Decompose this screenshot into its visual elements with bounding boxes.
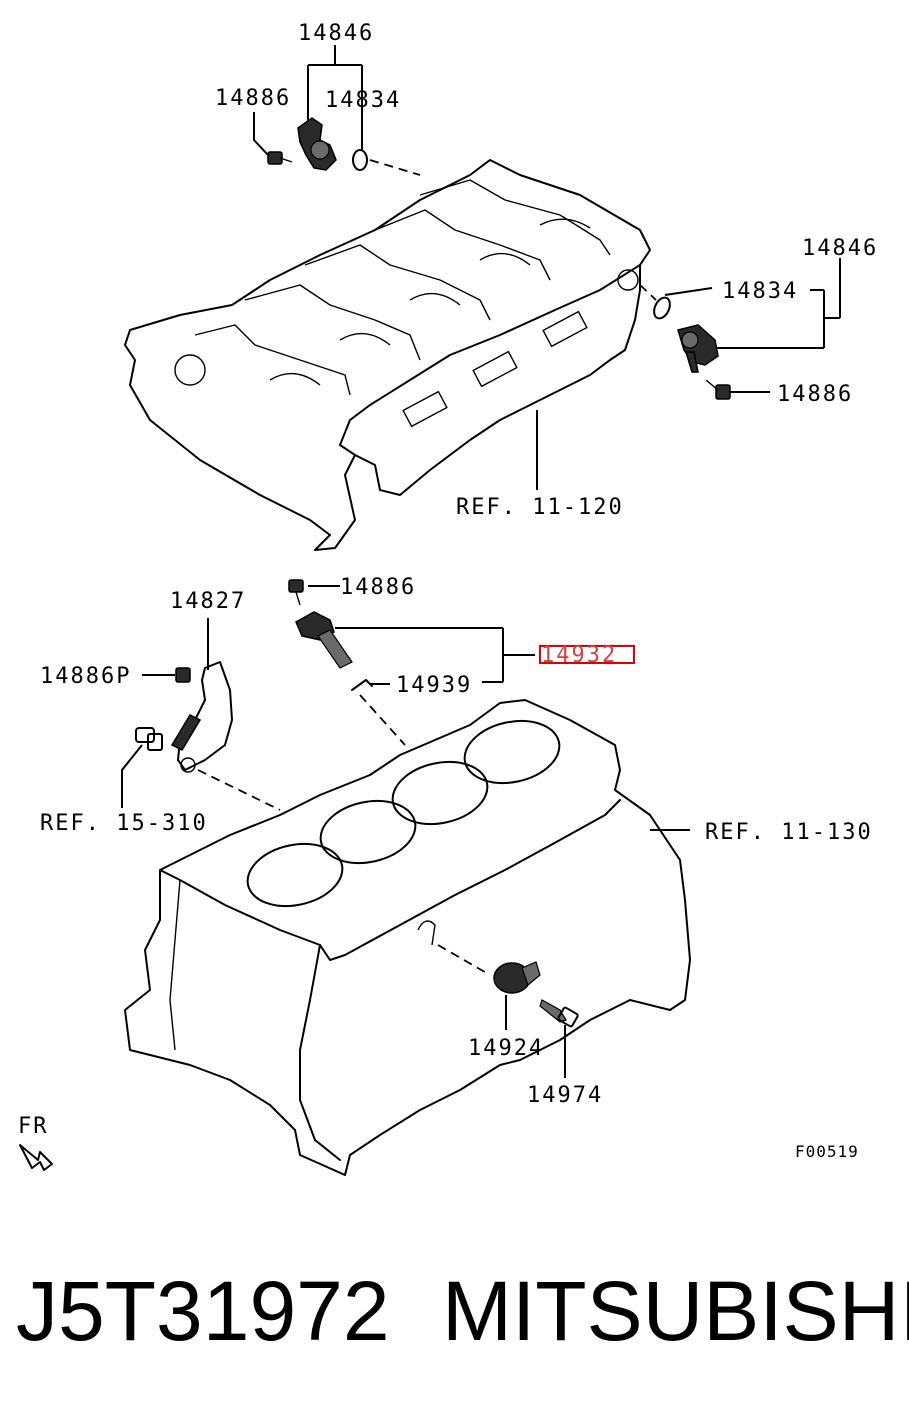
figure-code: F00519 xyxy=(795,1142,859,1161)
knock-sensor xyxy=(493,961,541,994)
stud-ref-leader xyxy=(121,744,143,808)
bracket-group: 14827 14886P REF. 15-310 xyxy=(40,589,281,836)
footer-part-number: J5T31972 xyxy=(16,1264,390,1358)
callout-crank-oring: 14939 xyxy=(396,673,472,698)
top-bolt-leader xyxy=(253,112,269,156)
crank-sensor-group: 14932 14886 14939 xyxy=(288,575,635,746)
stud xyxy=(135,727,163,751)
callout-bracket-bolt: 14886P xyxy=(40,664,131,689)
right-cam-sensor xyxy=(677,324,719,373)
callout-knock-sensor: 14924 xyxy=(468,1036,544,1061)
front-arrow-icon xyxy=(19,1144,53,1171)
cylinder-head xyxy=(124,159,651,551)
crank-sensor xyxy=(295,611,353,669)
top-oring xyxy=(352,149,368,171)
crank-bolt xyxy=(288,579,304,606)
bracket-bolt xyxy=(175,667,191,683)
knock-sensor-group: 14924 14974 xyxy=(468,961,603,1108)
callout-right-bolt: 14886 xyxy=(777,382,853,407)
right-cam-sensor-group: 14846 14834 14886 xyxy=(639,236,878,407)
callout-knock-bolt: 14974 xyxy=(527,1083,603,1108)
top-cam-sensor xyxy=(297,117,337,171)
crank-oring xyxy=(351,679,373,691)
callout-top-sensor-group: 14846 xyxy=(298,21,374,46)
top-cam-sensor-group: 14846 14886 14834 xyxy=(215,21,421,176)
callout-crank-sensor-group: 14932 xyxy=(541,643,617,668)
callout-crank-bolt: 14886 xyxy=(340,575,416,600)
callout-stud-ref: REF. 15-310 xyxy=(40,811,208,836)
right-oring xyxy=(653,296,671,320)
callout-right-oring: 14834 xyxy=(722,279,798,304)
front-marker-label: FR xyxy=(18,1114,49,1139)
callout-right-sensor-group: 14846 xyxy=(802,236,878,261)
callout-top-bolt: 14886 xyxy=(215,86,291,111)
callout-top-oring: 14834 xyxy=(325,88,401,113)
highlight-box-14932 xyxy=(539,645,635,664)
callout-head-ref: REF. 11-120 xyxy=(456,495,624,520)
bracket xyxy=(177,661,233,771)
callout-bracket: 14827 xyxy=(170,589,246,614)
knock-bolt xyxy=(539,999,579,1028)
top-bolt xyxy=(267,151,293,165)
right-bolt xyxy=(705,379,731,400)
right-oring-leader xyxy=(664,287,713,296)
footer-brand: MITSUBISHI xyxy=(442,1264,909,1358)
front-marker: FR xyxy=(18,1114,53,1171)
cylinder-block xyxy=(124,699,691,1176)
callout-block-ref: REF. 11-130 xyxy=(705,820,873,845)
